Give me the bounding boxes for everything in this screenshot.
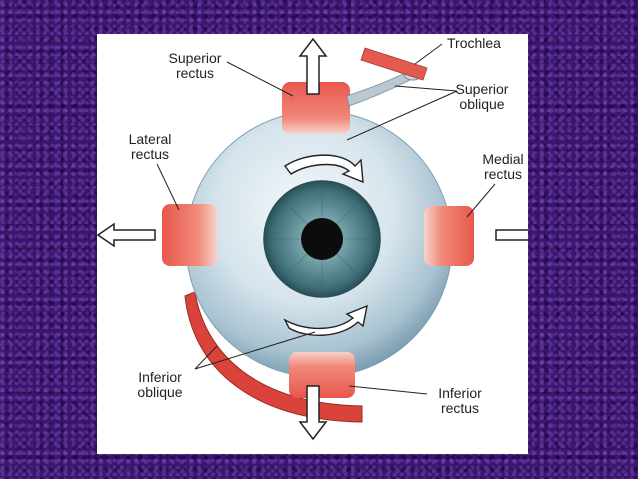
medial-rectus-label-line2: rectus (483, 166, 523, 182)
superior-oblique-label-line1: Superior (455, 81, 509, 97)
medial-rectus-muscle (424, 206, 474, 266)
down-arrow (298, 385, 328, 441)
eye-muscles-illustration (97, 37, 528, 441)
pupil (301, 218, 343, 260)
inferior-rectus-label-line2: rectus (440, 400, 480, 416)
lateral-rectus-label-line2: rectus (130, 146, 170, 162)
lateral-rectus-label: Lateral rectus (115, 132, 185, 162)
left-arrow (97, 222, 156, 248)
superior-oblique-muscle (360, 47, 428, 81)
inferior-rectus-muscle (289, 352, 355, 398)
medial-rectus-label-line1: Medial (482, 151, 524, 167)
superior-oblique-label-line2: oblique (459, 96, 505, 112)
inferior-oblique-label-line2: oblique (137, 384, 183, 400)
rotation-arrow-top (283, 154, 364, 184)
iris-fibers (264, 181, 380, 297)
superior-rectus-label: Superior rectus (155, 51, 235, 81)
lateral-rectus-label-line1: Lateral (128, 131, 172, 147)
superior-rectus-label-line1: Superior (168, 50, 222, 66)
right-arrow (495, 229, 528, 241)
leader-lines (156, 43, 496, 395)
inferior-oblique-label-line1: Inferior (138, 369, 182, 385)
inferior-rectus-label: Inferior rectus (425, 386, 495, 416)
superior-oblique-tendon (346, 71, 411, 107)
inferior-rectus-label-line1: Inferior (438, 385, 482, 401)
inferior-oblique-muscle (184, 291, 363, 423)
superior-rectus-muscle (282, 82, 350, 134)
medial-rectus-label: Medial rectus (479, 152, 527, 182)
up-arrow (298, 37, 328, 95)
trochlea-label: Trochlea (447, 35, 501, 51)
diagram-panel: Superior rectus Trochlea Superior obliqu… (97, 34, 528, 454)
superior-rectus-label-line2: rectus (175, 65, 215, 81)
superior-oblique-label: Superior oblique (447, 82, 517, 112)
lateral-rectus-muscle (162, 204, 217, 266)
inferior-oblique-label: Inferior oblique (125, 370, 195, 400)
